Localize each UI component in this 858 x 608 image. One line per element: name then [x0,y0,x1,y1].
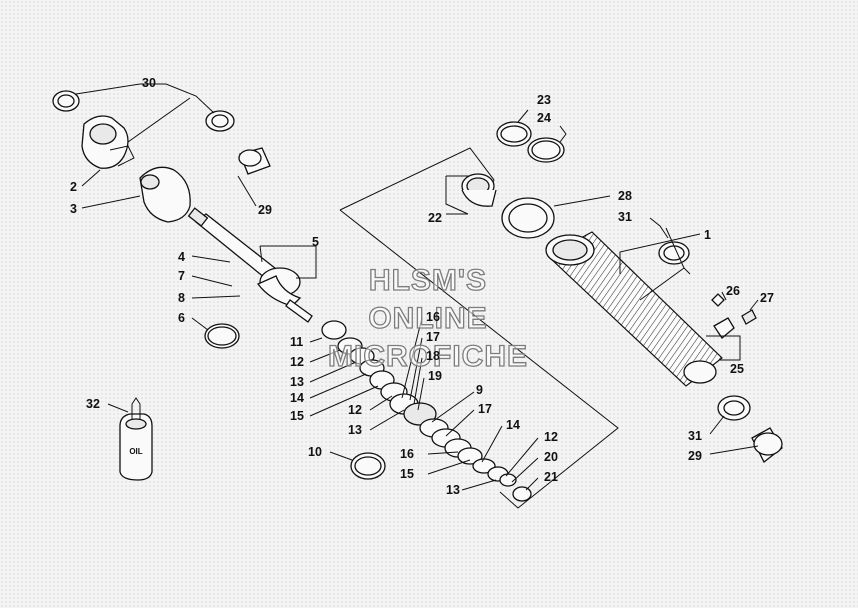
callout-22: 22 [428,211,442,225]
callout-32: 32 [86,397,100,411]
eyelet-assembly [52,83,271,223]
callout-28: 28 [618,189,632,203]
callout-19: 19 [428,369,442,383]
callout-11: 11 [290,335,303,349]
callout-13: 13 [290,375,304,389]
shock-body [545,217,723,387]
watermark-line-2: ONLINE [368,302,487,335]
watermark-line-1: HLSM'S [369,264,487,297]
callout-13-lower: 13 [446,483,460,497]
callout-27: 27 [760,291,774,305]
valve-fittings [706,291,759,361]
callout-17-lower: 17 [478,402,492,416]
callout-5: 5 [312,235,319,249]
callout-29: 29 [258,203,272,217]
callout-10: 10 [308,445,322,459]
callout-15-lower: 15 [400,467,414,481]
watermark-line-3: MICROFICHE [328,340,528,373]
callout-29-lower: 29 [688,449,702,463]
callout-12: 12 [290,355,304,369]
callout-3: 3 [70,202,77,216]
callout-4: 4 [178,250,185,264]
callout-26: 26 [726,284,740,298]
callout-6: 6 [178,311,185,325]
callout-14: 14 [290,391,304,405]
callout-9: 9 [476,383,483,397]
callout-12-mid: 12 [348,403,362,417]
callout-20: 20 [544,450,558,464]
seal-head-assembly [445,109,611,239]
callout-23: 23 [537,93,551,107]
callout-21: 21 [544,470,558,484]
callout-14-lower: 14 [506,418,520,432]
callout-13-mid: 13 [348,423,362,437]
callout-25: 25 [730,362,744,376]
oil-bottle [107,397,153,481]
callout-15: 15 [290,409,304,423]
callout-30: 30 [142,76,156,90]
callout-2: 2 [70,180,77,194]
callout-31-lower: 31 [688,429,702,443]
callout-8: 8 [178,291,185,305]
callout-1: 1 [704,228,711,242]
callout-16: 16 [426,310,440,324]
callout-labels: 30 2 3 29 4 5 7 8 6 23 24 22 28 31 1 26 … [70,76,774,497]
piston-rod-assembly [187,207,317,349]
watermark: HLSM'S ONLINE MICROFICHE [327,263,528,373]
oil-bottle-label: OIL [129,447,142,456]
callout-17: 17 [426,330,440,344]
callout-12-lower: 12 [544,430,558,444]
callout-18: 18 [426,349,440,363]
valve-stack [309,147,619,509]
callout-16-lower: 16 [400,447,414,461]
callout-31: 31 [618,210,632,224]
lower-bushings [709,395,783,463]
callout-7: 7 [178,269,185,283]
callout-24: 24 [537,111,551,125]
